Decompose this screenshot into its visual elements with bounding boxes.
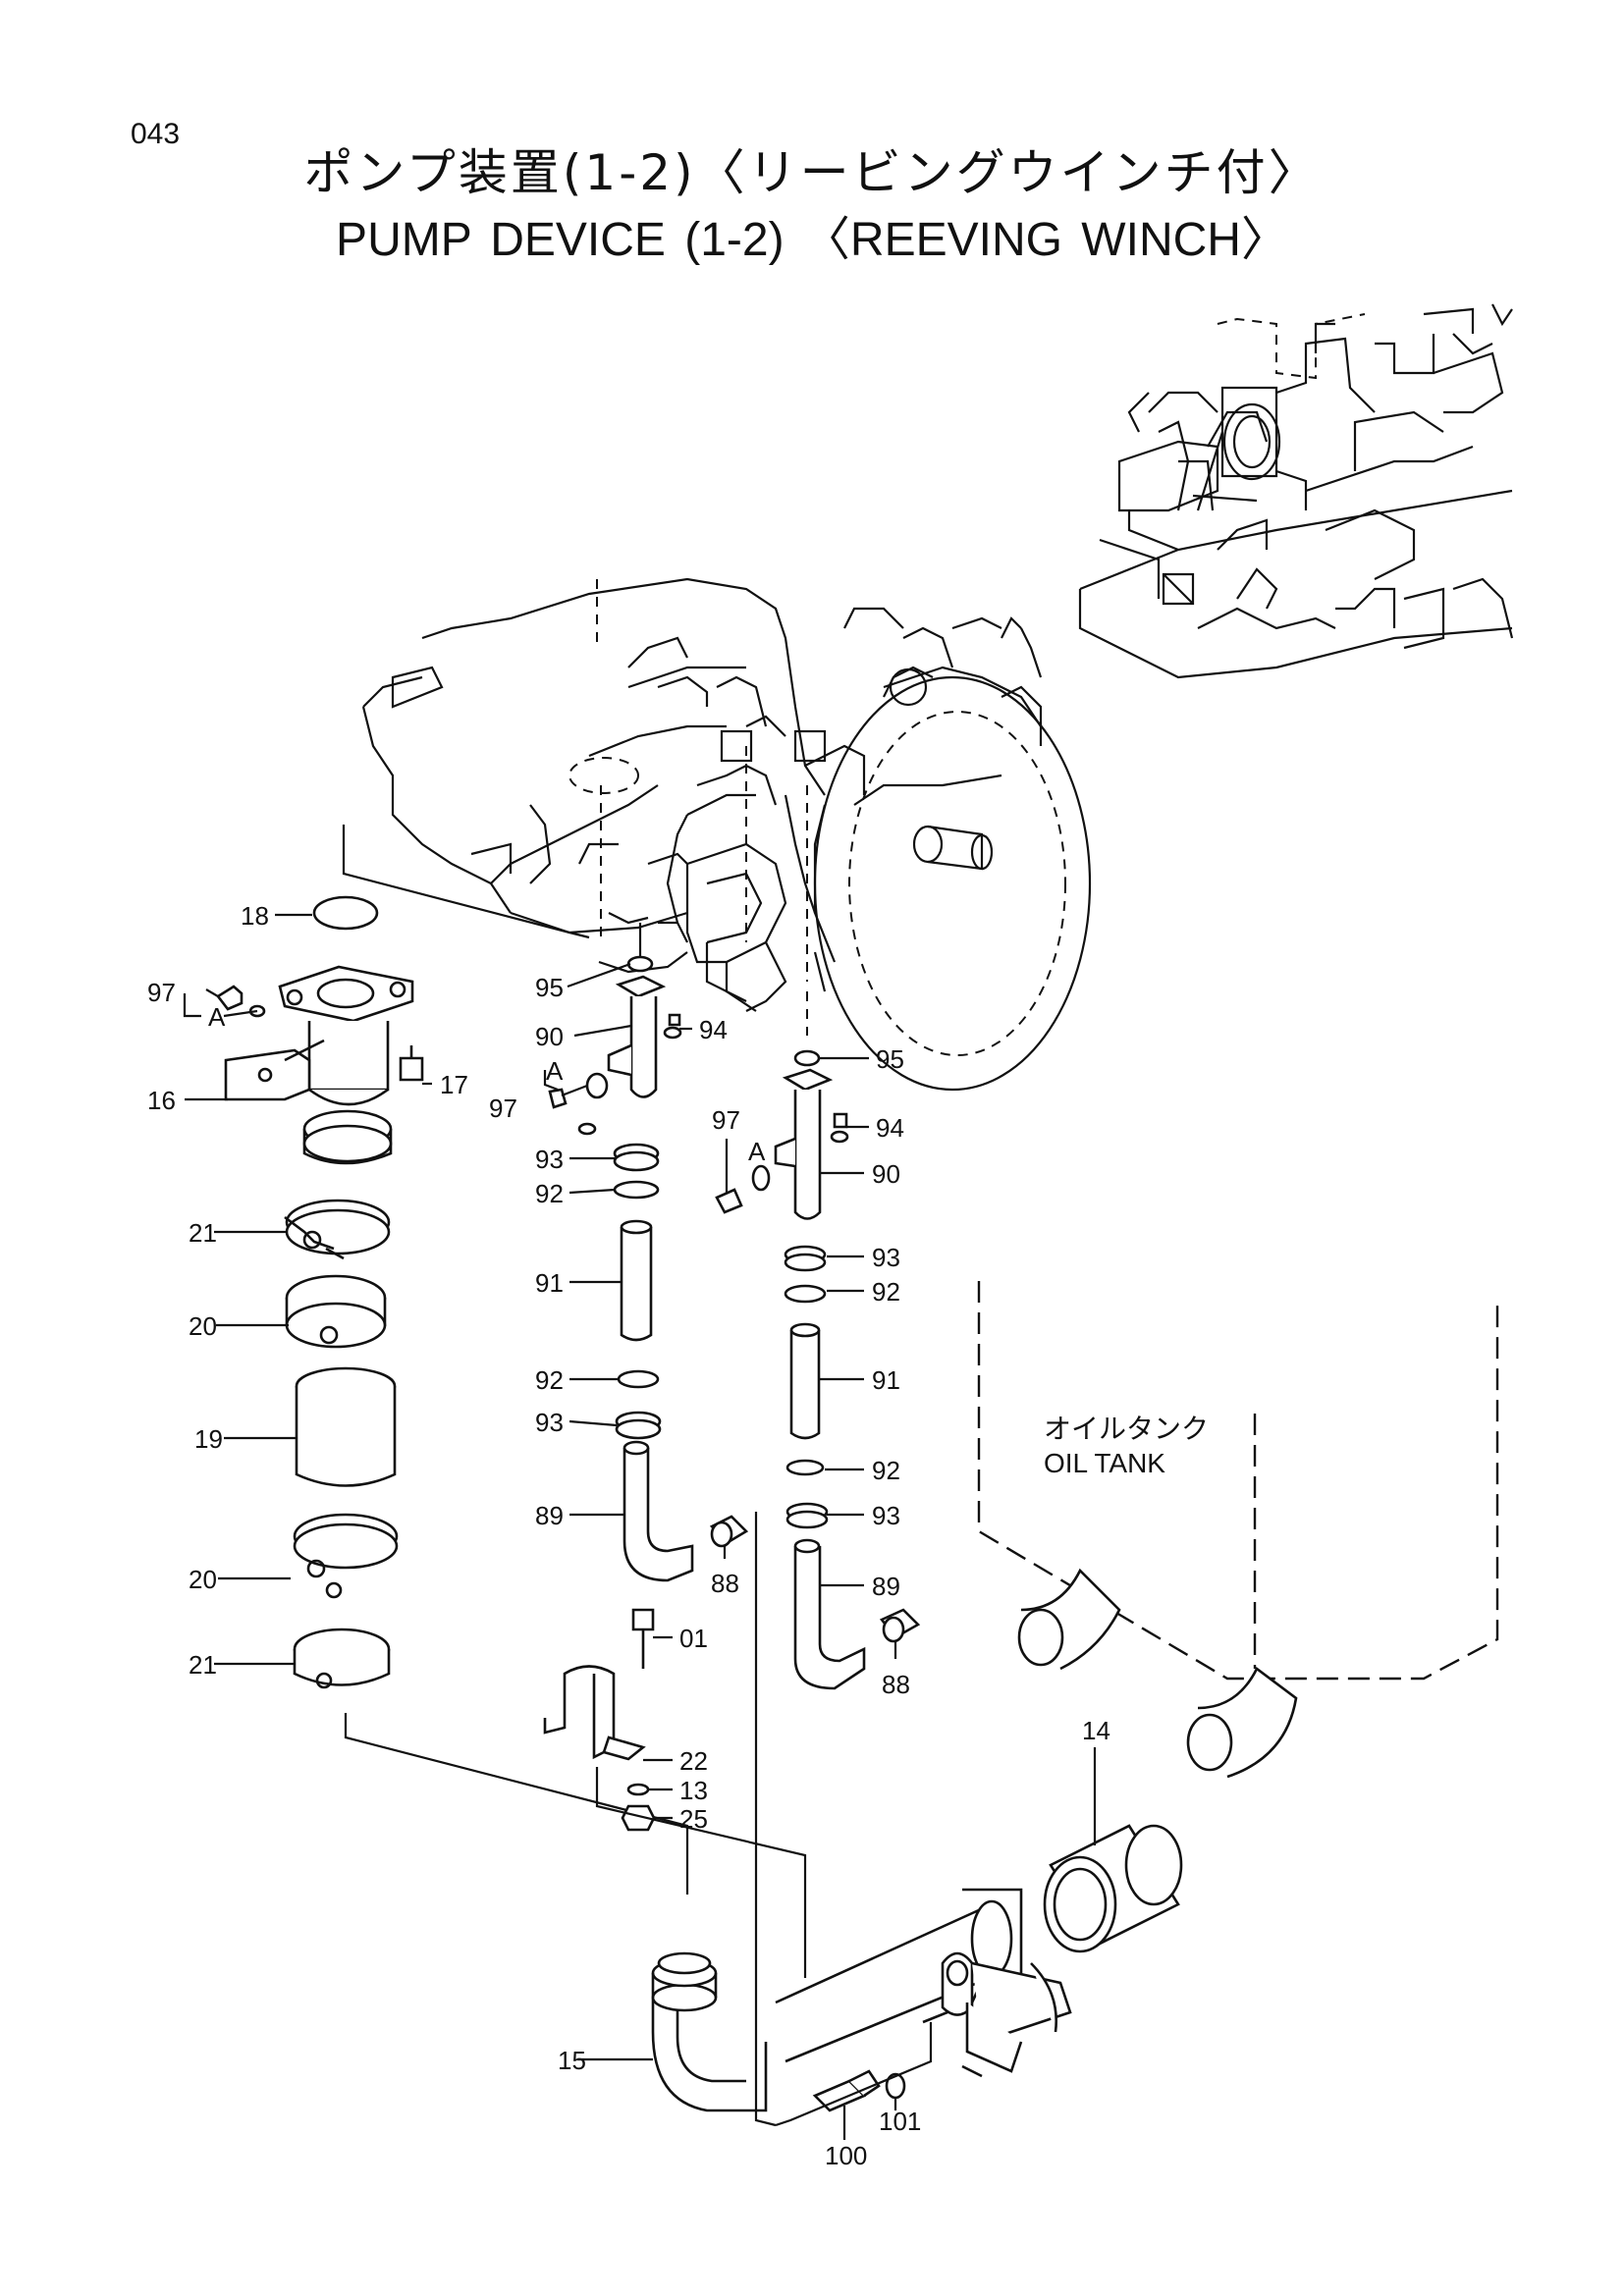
callout-21a: 21 bbox=[189, 1218, 217, 1248]
callout-90a: 90 bbox=[535, 1022, 564, 1051]
callout-88a: 88 bbox=[711, 1569, 739, 1598]
callout-89b: 89 bbox=[872, 1572, 900, 1601]
ref-letter-a: A bbox=[208, 1002, 226, 1032]
callout-93c: 93 bbox=[872, 1243, 900, 1272]
callout-92b: 92 bbox=[535, 1365, 564, 1395]
callout-92d: 92 bbox=[872, 1456, 900, 1485]
callout-19: 19 bbox=[194, 1424, 223, 1454]
callout-97a: 97 bbox=[147, 978, 176, 1007]
callout-13: 13 bbox=[679, 1776, 708, 1805]
oil-tank bbox=[775, 1281, 1499, 2127]
callout-97c: 97 bbox=[712, 1105, 740, 1135]
ref-letter-a2: A bbox=[546, 1056, 564, 1086]
callout-20a: 20 bbox=[189, 1311, 217, 1341]
title-japanese: ポンプ装置(1-2)〈リービングウインチ付〉 bbox=[303, 144, 1321, 201]
ref-letter-a3: A bbox=[748, 1137, 766, 1166]
callout-94a: 94 bbox=[699, 1015, 728, 1044]
callout-93b: 93 bbox=[535, 1408, 564, 1437]
suction-column-left bbox=[216, 825, 768, 2112]
title-english: PUMP DEVICE (1-2) 〈REEVING WINCH〉 bbox=[336, 214, 1288, 266]
callout-94b: 94 bbox=[876, 1113, 904, 1143]
callout-90b: 90 bbox=[872, 1159, 900, 1189]
page-number: 043 bbox=[131, 118, 181, 150]
machine-frame-inset bbox=[1078, 303, 1514, 679]
hose-column-center bbox=[543, 923, 807, 2127]
callout-21b: 21 bbox=[189, 1650, 217, 1680]
callout-88b: 88 bbox=[882, 1670, 910, 1699]
callout-97b: 97 bbox=[489, 1094, 517, 1123]
pump-assembly bbox=[361, 577, 1092, 1092]
callout-91b: 91 bbox=[872, 1365, 900, 1395]
callout-17: 17 bbox=[440, 1070, 468, 1099]
callout-25: 25 bbox=[679, 1804, 708, 1834]
callout-14: 14 bbox=[1082, 1716, 1110, 1745]
callout-89a: 89 bbox=[535, 1501, 564, 1530]
hose-column-right bbox=[715, 991, 921, 1690]
callout-16: 16 bbox=[147, 1086, 176, 1115]
callout-labels: 18 97 A 16 17 21 20 19 20 21 15 95 90 94… bbox=[147, 901, 1209, 2170]
callout-93a: 93 bbox=[535, 1145, 564, 1174]
callout-92a: 92 bbox=[535, 1179, 564, 1208]
callout-101: 101 bbox=[879, 2107, 921, 2136]
callout-18: 18 bbox=[241, 901, 269, 931]
leader-lines bbox=[183, 913, 1097, 2140]
callout-22: 22 bbox=[679, 1746, 708, 1776]
oil-tank-label-en: OIL TANK bbox=[1044, 1448, 1165, 1478]
callout-15: 15 bbox=[558, 2046, 586, 2075]
callout-95b: 95 bbox=[876, 1044, 904, 1074]
callout-93d: 93 bbox=[872, 1501, 900, 1530]
callout-95a: 95 bbox=[535, 973, 564, 1002]
callout-20b: 20 bbox=[189, 1565, 217, 1594]
callout-100: 100 bbox=[825, 2141, 867, 2170]
callout-91a: 91 bbox=[535, 1268, 564, 1298]
callout-92c: 92 bbox=[872, 1277, 900, 1307]
oil-tank-label-ja: オイルタンク bbox=[1044, 1414, 1209, 1444]
callout-01: 01 bbox=[679, 1624, 708, 1653]
